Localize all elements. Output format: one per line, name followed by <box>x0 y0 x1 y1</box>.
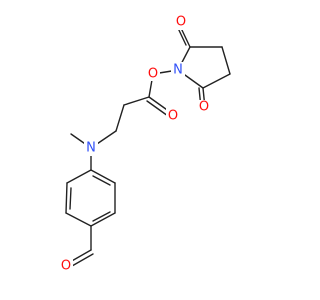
aromatic-bond <box>92 211 111 222</box>
double-bond <box>71 253 94 267</box>
aromatic-bond <box>69 187 72 210</box>
atom-O_right: O <box>197 100 210 115</box>
bond <box>66 169 92 184</box>
atom-label: O <box>148 67 158 82</box>
atom-N_ring: N <box>171 62 185 78</box>
double-bond <box>69 249 92 263</box>
double-bond <box>180 27 191 48</box>
aromatic-bond <box>92 175 111 186</box>
atom-label: O <box>61 259 71 274</box>
atom-O_ald: O <box>59 259 73 274</box>
atom-label: O <box>199 100 209 115</box>
atom-label: O <box>176 15 186 30</box>
atom-label: N <box>173 63 183 78</box>
atom-O_carb: O <box>166 108 180 124</box>
atom-O_ester: O <box>146 66 160 82</box>
bond <box>90 212 116 227</box>
bond <box>123 96 150 106</box>
chemical-structure: O O N O O N O <box>59 15 231 274</box>
atom-label: O <box>168 109 178 124</box>
bond <box>65 212 92 227</box>
atom-N_amine: N <box>84 141 98 156</box>
atom-O_top: O <box>174 15 187 30</box>
bond <box>115 104 125 132</box>
bond <box>202 73 231 89</box>
bond <box>65 182 68 214</box>
bond <box>90 169 116 184</box>
double-bond <box>146 100 169 117</box>
bond <box>221 46 231 75</box>
atom-label: N <box>86 141 96 156</box>
